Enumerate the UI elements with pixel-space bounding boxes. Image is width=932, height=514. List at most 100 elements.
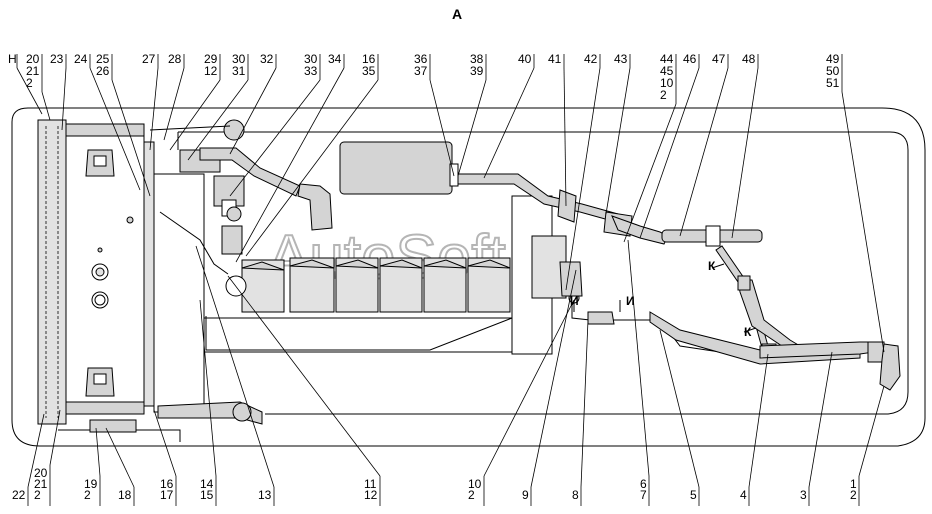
callout-number: 4	[740, 488, 747, 502]
leader-line	[731, 67, 759, 239]
callout-number: 42	[584, 52, 598, 66]
callout-number: 38	[470, 52, 484, 66]
callout-number: 44	[660, 52, 674, 66]
callout-bottom-13: 13	[258, 488, 272, 502]
callout-number: 50	[826, 64, 840, 78]
leader-line	[163, 67, 185, 141]
leader-line	[169, 79, 221, 151]
callout-number: 15	[200, 488, 214, 502]
callout-number: 20	[26, 52, 40, 66]
callout-number: 27	[142, 52, 156, 66]
leader-line	[245, 79, 379, 257]
callout-number: 30	[232, 52, 246, 66]
callout-number: 43	[614, 52, 628, 66]
callout-bottom-5: 5	[690, 488, 697, 502]
callout-number: 7	[640, 488, 647, 502]
callout-number: 10	[468, 477, 482, 491]
callout-number: 2	[468, 488, 475, 502]
leader-line	[41, 91, 51, 121]
callout-number: 26	[96, 64, 110, 78]
callout-top-H: H	[8, 52, 17, 66]
callout-number: H	[8, 52, 17, 66]
callout-number: 48	[742, 52, 756, 66]
leader-line	[627, 239, 650, 477]
section-letter-k-top: К	[708, 259, 716, 273]
leader-line	[16, 67, 43, 115]
leader-line	[808, 351, 833, 488]
engine-block	[241, 257, 511, 313]
callout-number: 19	[84, 477, 98, 491]
view-title: A	[452, 6, 462, 22]
leader-line	[195, 245, 275, 488]
leader-line	[457, 79, 487, 177]
callout-top-24: 24	[74, 52, 88, 66]
callout-bottom-1: 12	[850, 477, 857, 502]
callout-bottom-4: 4	[740, 488, 747, 502]
callout-top-28: 28	[168, 52, 182, 66]
callout-number: 39	[470, 64, 484, 78]
callout-number: 2	[660, 88, 667, 102]
callout-bottom-9: 9	[522, 488, 529, 502]
section-letter-i-left: И	[570, 294, 579, 308]
leader-line	[605, 67, 631, 215]
leader-lines	[16, 54, 885, 506]
callout-bottom-6: 67	[640, 477, 647, 502]
callout-bottom-8: 8	[572, 488, 579, 502]
callout-number: 36	[414, 52, 428, 66]
callout-number: 23	[50, 52, 64, 66]
callout-top-40: 40	[518, 52, 532, 66]
radiator	[37, 119, 205, 425]
callout-number: 29	[204, 52, 218, 66]
callout-number: 21	[26, 64, 40, 78]
callout-bottom-3: 3	[800, 488, 807, 502]
callout-number: 6	[640, 477, 647, 491]
callout-number: 33	[304, 64, 318, 78]
leader-line	[105, 427, 135, 488]
leader-line	[841, 91, 885, 353]
callout-number: 2	[850, 488, 857, 502]
leader-line	[153, 409, 177, 477]
callout-number: 2	[26, 76, 33, 90]
callout-number: 8	[572, 488, 579, 502]
callout-number: 17	[160, 488, 174, 502]
callout-top-42: 42	[584, 52, 598, 66]
callout-top-46: 46	[683, 52, 697, 66]
callout-top-47: 47	[712, 52, 726, 66]
radiator-brackets	[85, 149, 134, 397]
section-markers: И И К К	[570, 259, 757, 339]
callout-number: 21	[34, 477, 48, 491]
callout-number: 5	[690, 488, 697, 502]
callout-number: 51	[826, 76, 840, 90]
callout-number: 46	[683, 52, 697, 66]
callout-top-43: 43	[614, 52, 628, 66]
leader-line	[61, 67, 67, 131]
expansion-tank	[339, 141, 459, 195]
leader-line	[187, 79, 249, 161]
callout-bottom-19: 192	[84, 477, 98, 502]
callout-bottom-18: 18	[118, 488, 132, 502]
callout-top-27: 27	[142, 52, 156, 66]
callout-number: 18	[118, 488, 132, 502]
leader-line	[27, 413, 45, 488]
callout-number: 9	[522, 488, 529, 502]
callout-top-41: 41	[548, 52, 562, 66]
callout-number: 35	[362, 64, 376, 78]
leader-line	[483, 299, 575, 477]
fan-shroud	[203, 195, 567, 355]
callout-number: 10	[660, 76, 674, 90]
callout-number: 32	[260, 52, 274, 66]
callout-number: 34	[328, 52, 342, 66]
leader-line	[858, 385, 885, 477]
leader-line	[563, 67, 567, 207]
callout-number: 40	[518, 52, 532, 66]
leader-line	[679, 67, 729, 237]
